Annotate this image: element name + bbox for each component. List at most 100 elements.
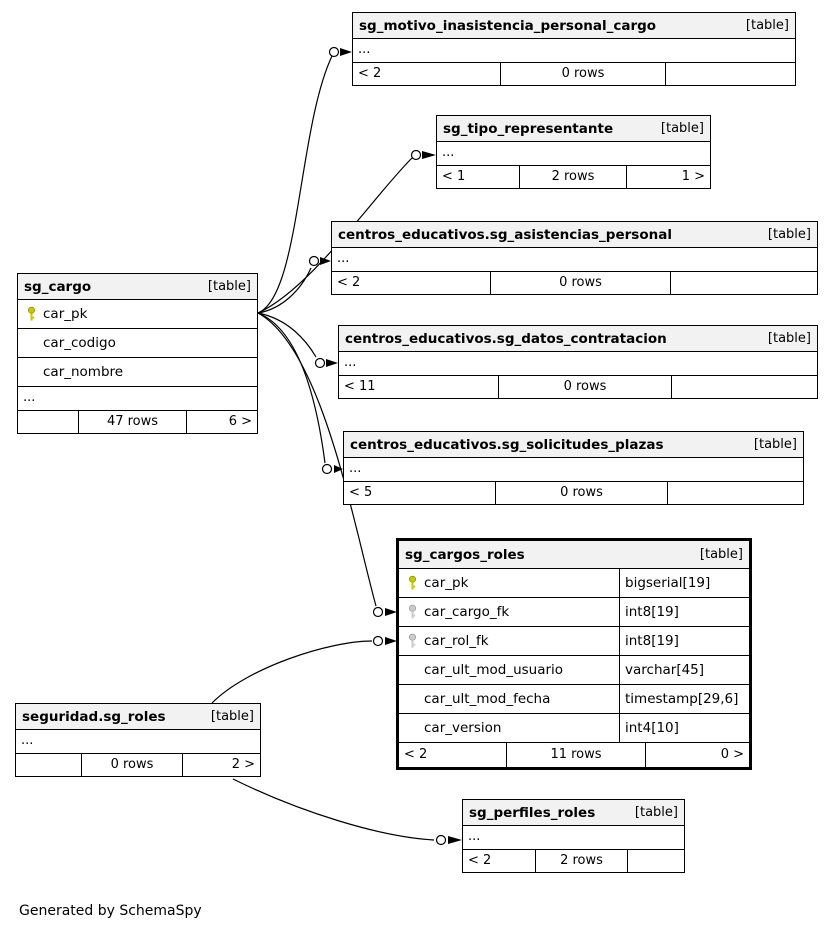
foreign-key-icon <box>404 604 421 620</box>
connector-sg_datos_contratacion <box>314 357 338 369</box>
table-header[interactable]: sg_motivo_inasistencia_personal_cargo [t… <box>353 13 795 39</box>
table-name: sg_tipo_representante <box>443 120 614 137</box>
connector-sg_cargos_roles-car_cargo_fk <box>372 606 397 618</box>
connector-sg_cargos_roles-car_rol_fk <box>372 635 397 647</box>
children-count: 6 > <box>228 414 252 429</box>
table-header[interactable]: centros_educativos.sg_asistencias_person… <box>332 222 817 248</box>
collapsed-columns-ellipsis: ... <box>16 730 260 754</box>
edge-arrowhead <box>320 257 331 265</box>
column-name: car_rol_fk <box>424 633 489 649</box>
primary-key-icon <box>23 306 40 322</box>
connector-circle <box>328 46 340 58</box>
column-type: int8[19] <box>625 604 679 620</box>
edge-sg_roles-to-sg_cargos_roles <box>211 640 373 704</box>
children-count <box>666 63 795 85</box>
column-row-car_nombre: car_nombre <box>18 358 257 387</box>
edge-arrowhead <box>340 48 352 56</box>
parents-count: < 2 <box>358 66 382 81</box>
table-sg_roles[interactable]: seguridad.sg_roles [table] ... 0 rows 2 … <box>15 703 261 777</box>
column-type: int4[10] <box>625 720 679 736</box>
column-type: int8[19] <box>625 633 679 649</box>
column-type: varchar[45] <box>625 662 705 678</box>
connector-circle <box>372 635 384 647</box>
connector-sg_solicitudes_plazas <box>321 463 343 475</box>
connector-circle <box>308 255 320 267</box>
connector-circle <box>435 834 447 846</box>
column-row-car_version: car_version int4[10] <box>399 714 749 743</box>
parents-count: < 11 <box>344 379 376 394</box>
row-count: 0 rows <box>500 63 666 85</box>
parents-count: < 2 <box>468 853 492 868</box>
edge-sg_cargo-to-sg_solicitudes_plazas <box>257 312 326 464</box>
collapsed-columns-ellipsis: ... <box>339 352 817 376</box>
connector-sg_tipo_representante <box>410 149 436 161</box>
collapsed-columns-ellipsis: ... <box>344 458 803 482</box>
table-sg_cargos_roles[interactable]: sg_cargos_roles [table] car_pk bigserial… <box>396 538 752 770</box>
column-name: car_codigo <box>43 335 116 351</box>
table-sg_motivo_inasistencia_personal_cargo[interactable]: sg_motivo_inasistencia_personal_cargo [t… <box>352 12 796 86</box>
table-footer: < 1 2 rows 1 > <box>437 166 710 188</box>
row-count: 0 rows <box>81 754 183 776</box>
edge-arrowhead <box>326 359 338 367</box>
table-name: centros_educativos.sg_asistencias_person… <box>338 226 672 243</box>
children-count: 0 > <box>720 747 744 762</box>
row-count: 0 rows <box>498 376 672 398</box>
children-count <box>672 376 817 398</box>
table-type-tag: [table] <box>745 18 789 33</box>
collapsed-columns-ellipsis: ... <box>437 142 710 166</box>
table-type-tag: [table] <box>210 709 254 724</box>
connector-sg_perfiles_roles <box>435 834 462 846</box>
table-header[interactable]: centros_educativos.sg_solicitudes_plazas… <box>344 432 803 458</box>
collapsed-columns-ellipsis: ... <box>463 826 684 850</box>
table-header[interactable]: centros_educativos.sg_datos_contratacion… <box>339 326 817 352</box>
table-header[interactable]: sg_cargo [table] <box>18 274 257 300</box>
column-row-car_ult_mod_fecha: car_ult_mod_fecha timestamp[29,6] <box>399 685 749 714</box>
parents-count: < 5 <box>349 485 373 500</box>
edge-sg_roles-to-sg_perfiles_roles <box>232 778 435 841</box>
connector-circle <box>372 606 384 618</box>
table-sg_asistencias_personal[interactable]: centros_educativos.sg_asistencias_person… <box>331 221 818 295</box>
row-count: 47 rows <box>78 411 187 433</box>
connector-sg_motivo_inasistencia <box>328 46 352 58</box>
column-name: car_version <box>424 720 502 736</box>
children-count <box>628 850 684 872</box>
table-name: seguridad.sg_roles <box>22 708 166 725</box>
edge-sg_cargo-to-sg_asistencias_personal <box>257 267 312 314</box>
table-sg_perfiles_roles[interactable]: sg_perfiles_roles [table] ... < 2 2 rows <box>462 799 685 873</box>
table-header[interactable]: sg_perfiles_roles [table] <box>463 800 684 826</box>
column-name: car_ult_mod_fecha <box>424 691 551 707</box>
children-count: 2 > <box>231 757 255 772</box>
row-count: 11 rows <box>506 743 646 767</box>
connector-circle <box>321 463 333 475</box>
edge-arrowhead <box>422 151 436 159</box>
collapsed-columns-ellipsis: ... <box>18 387 257 411</box>
table-header[interactable]: sg_cargos_roles [table] <box>399 541 749 569</box>
table-header[interactable]: sg_tipo_representante [table] <box>437 116 710 142</box>
edge-arrowhead <box>334 465 343 473</box>
table-name: sg_perfiles_roles <box>469 804 596 821</box>
column-name: car_cargo_fk <box>424 604 510 620</box>
table-footer: < 2 11 rows 0 > <box>399 743 749 767</box>
table-footer: < 2 0 rows <box>332 272 817 294</box>
table-sg_datos_contratacion[interactable]: centros_educativos.sg_datos_contratacion… <box>338 325 818 399</box>
column-name: car_pk <box>424 575 469 591</box>
table-header[interactable]: seguridad.sg_roles [table] <box>16 704 260 730</box>
row-count: 2 rows <box>535 850 628 872</box>
foreign-key-icon <box>404 633 421 649</box>
column-row-car_codigo: car_codigo <box>18 329 257 358</box>
table-sg_solicitudes_plazas[interactable]: centros_educativos.sg_solicitudes_plazas… <box>343 431 804 505</box>
table-sg_cargo[interactable]: sg_cargo [table] car_pk car_codigo car_n… <box>17 273 258 434</box>
table-type-tag: [table] <box>767 227 811 242</box>
parents-count: < 2 <box>337 275 361 290</box>
column-name: car_nombre <box>43 364 124 380</box>
children-count <box>668 482 803 504</box>
column-name: car_ult_mod_usuario <box>424 662 564 678</box>
table-type-tag: [table] <box>767 331 811 346</box>
parents-count <box>16 754 81 776</box>
column-row-car_ult_mod_usuario: car_ult_mod_usuario varchar[45] <box>399 656 749 685</box>
table-type-tag: [table] <box>660 121 704 136</box>
table-type-tag: [table] <box>207 279 251 294</box>
children-count: 1 > <box>681 169 705 184</box>
table-sg_tipo_representante[interactable]: sg_tipo_representante [table] ... < 1 2 … <box>436 115 711 189</box>
